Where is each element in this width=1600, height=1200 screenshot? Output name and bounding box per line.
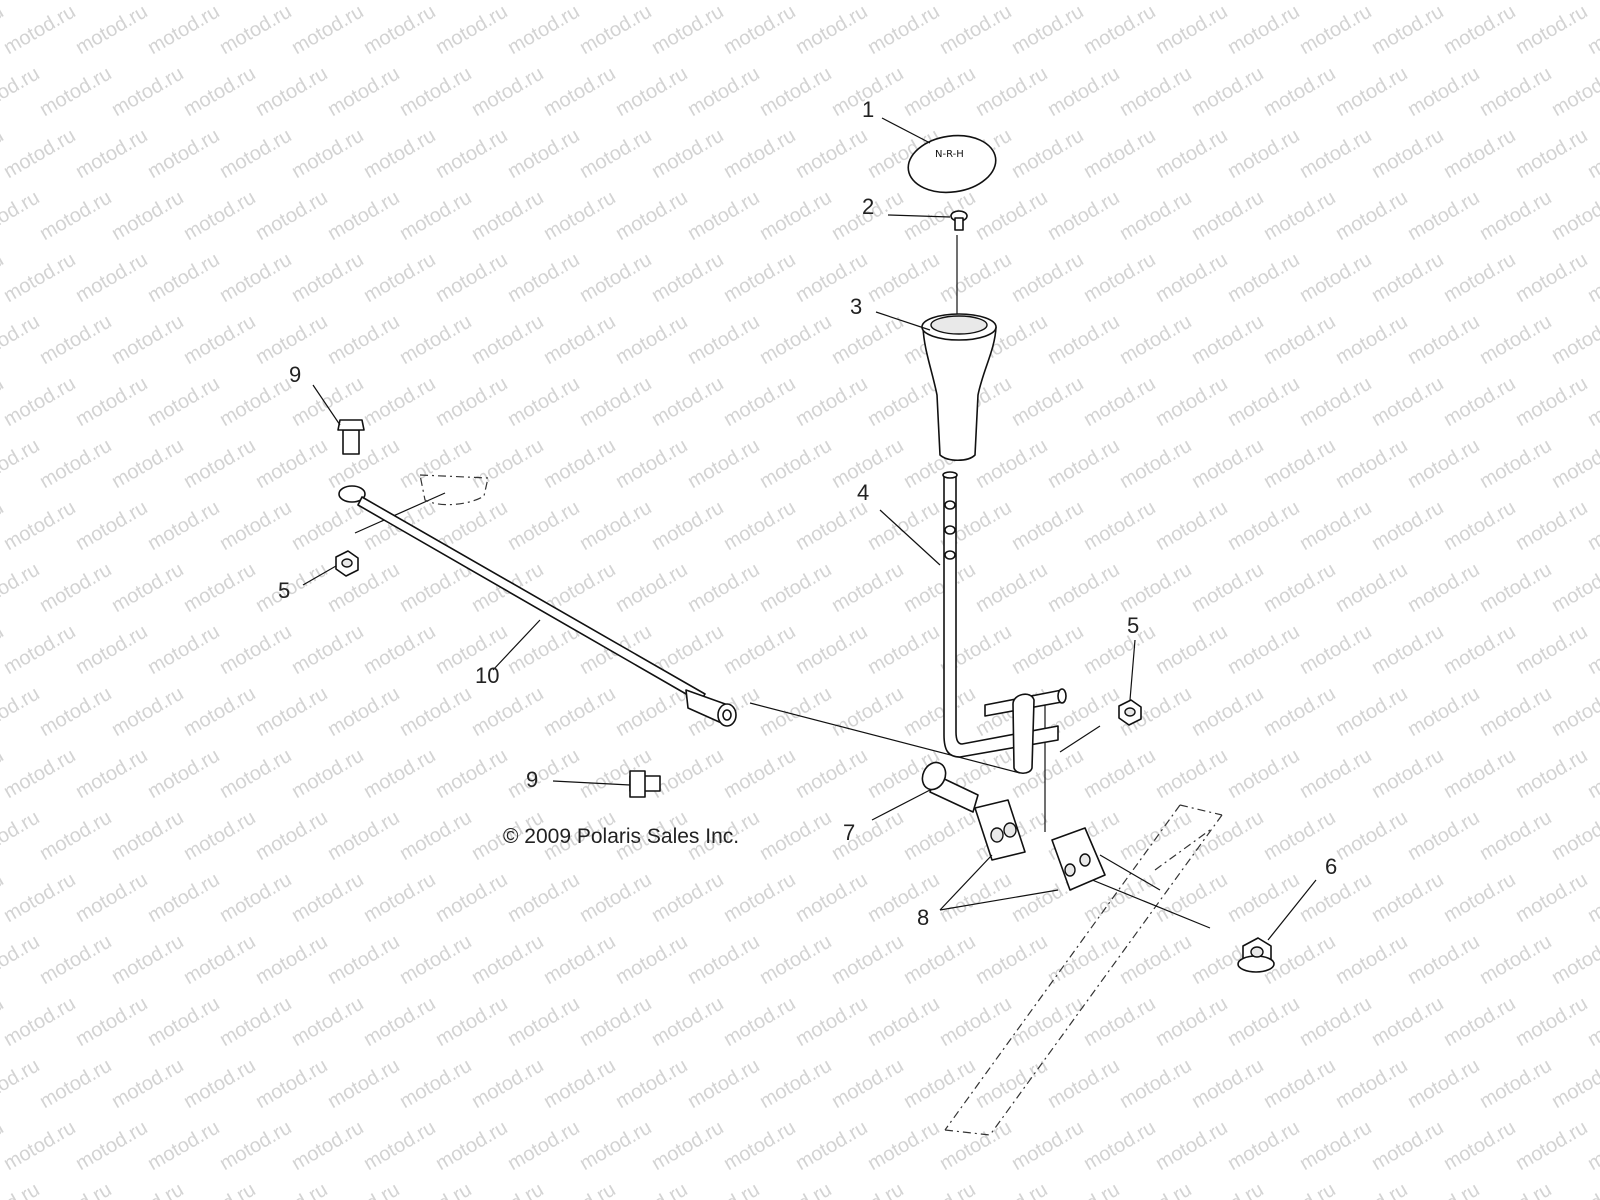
bolt-upper-left (337, 419, 365, 455)
callout-bolt-lower: 9 (526, 767, 538, 792)
callout-bushing-halves: 8 (917, 905, 929, 930)
svg-text:N-R-H: N-R-H (935, 149, 964, 160)
nut-left (335, 550, 359, 577)
callout-labels: 1 2 3 4 9 5 5 10 9 7 6 8 (278, 97, 1337, 930)
callout-flange-nut: 6 (1325, 854, 1337, 879)
flange-nut (1237, 937, 1275, 973)
callout-shift-lever: 4 (857, 480, 869, 505)
copyright-notice: © 2009 Polaris Sales Inc. (503, 825, 739, 848)
bolt-lower (629, 770, 661, 798)
callout-leaders (302, 117, 1317, 941)
callout-shift-knob: 3 (850, 294, 862, 319)
shift-lever (942, 471, 1067, 775)
callout-bolt-7: 7 (843, 820, 855, 845)
shift-knob-cap: N-R-H (907, 134, 997, 194)
callout-nut-right: 5 (1127, 613, 1139, 638)
frame-rail (944, 804, 1223, 1136)
callout-shift-linkage-rod: 10 (475, 663, 499, 688)
callout-screw: 2 (862, 194, 874, 219)
assembly-lines (354, 235, 1211, 929)
callout-shift-knob-cap: 1 (862, 97, 874, 122)
shift-linkage-rod (338, 485, 737, 727)
screw (950, 210, 968, 231)
callout-bolt-upper-left: 9 (289, 362, 301, 387)
nut-right (1118, 699, 1142, 726)
bushing-right (1051, 827, 1106, 891)
callout-nut-left: 5 (278, 578, 290, 603)
shift-knob (921, 313, 997, 462)
bushing-left (974, 799, 1026, 861)
bolt-7 (921, 761, 979, 813)
bracket-phantom (419, 474, 489, 506)
